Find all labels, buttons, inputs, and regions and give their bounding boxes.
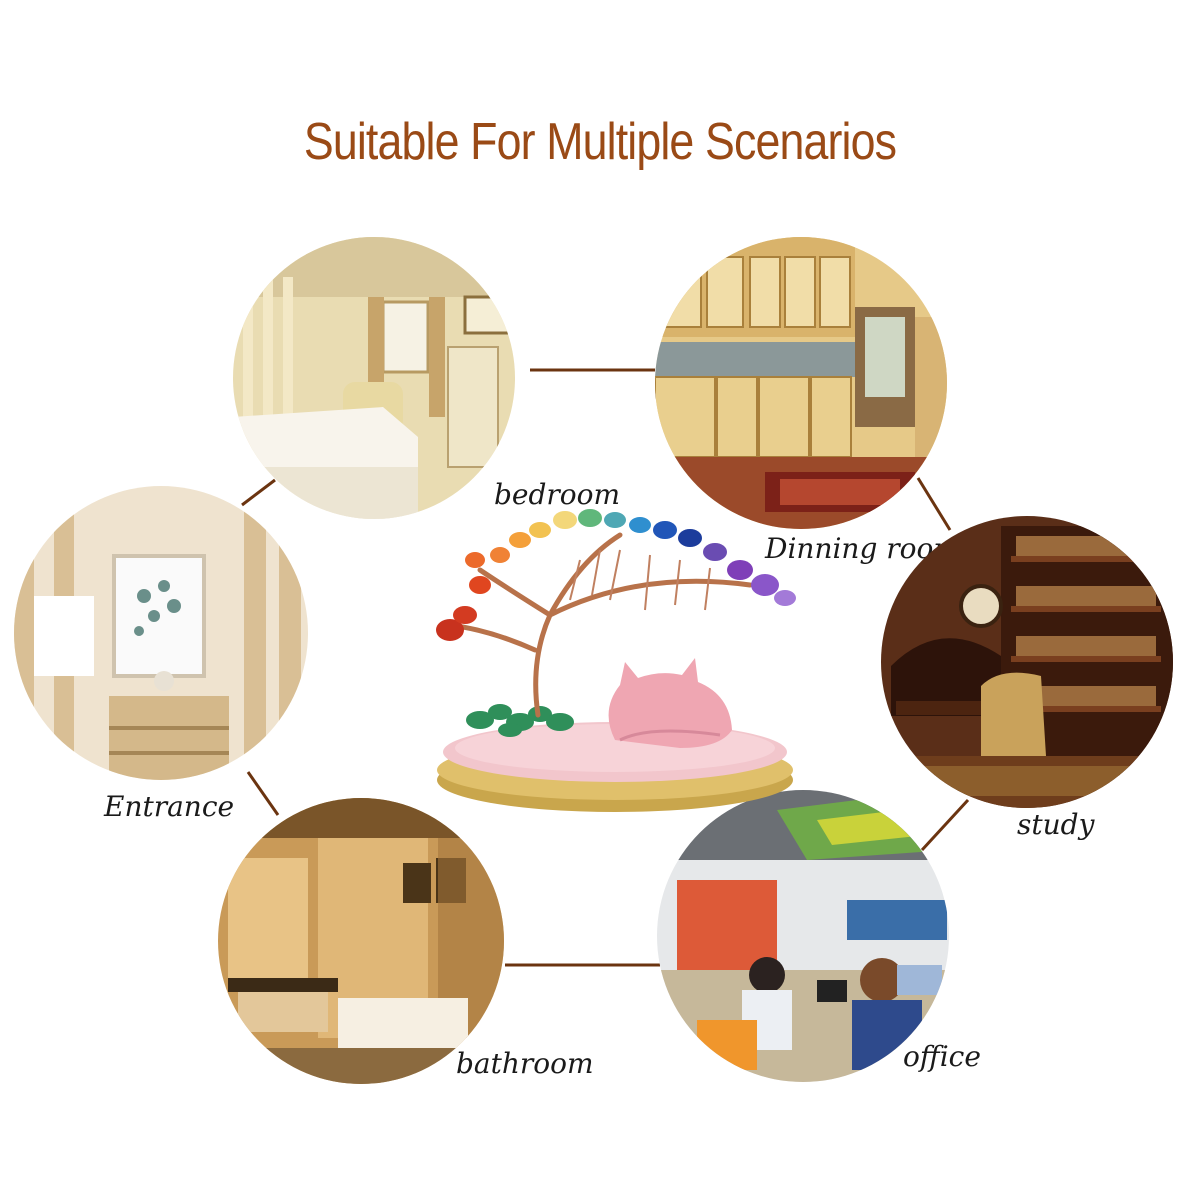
kitchen-photo <box>655 237 947 529</box>
connector-dining-study <box>916 477 952 531</box>
bedroom-photo <box>233 237 515 519</box>
crystal-tree-with-rose-quartz-cat <box>420 490 810 820</box>
entrance-photo <box>14 486 308 780</box>
study-label: study <box>1017 808 1095 841</box>
bathroom-label: bathroom <box>456 1047 594 1080</box>
page-title: Suitable For Multiple Scenarios <box>303 113 897 171</box>
connector-bedroom-entrance <box>241 478 276 507</box>
connector-entrance-bathroom <box>246 771 280 816</box>
bathroom-photo <box>218 798 504 1084</box>
library-study-photo <box>881 516 1173 808</box>
entrance-label: Entrance <box>104 790 235 823</box>
connector-study-office <box>920 798 970 852</box>
open-office-photo <box>657 790 949 1082</box>
office-label: office <box>903 1040 981 1073</box>
bedroom-label: bedroom <box>494 478 621 511</box>
